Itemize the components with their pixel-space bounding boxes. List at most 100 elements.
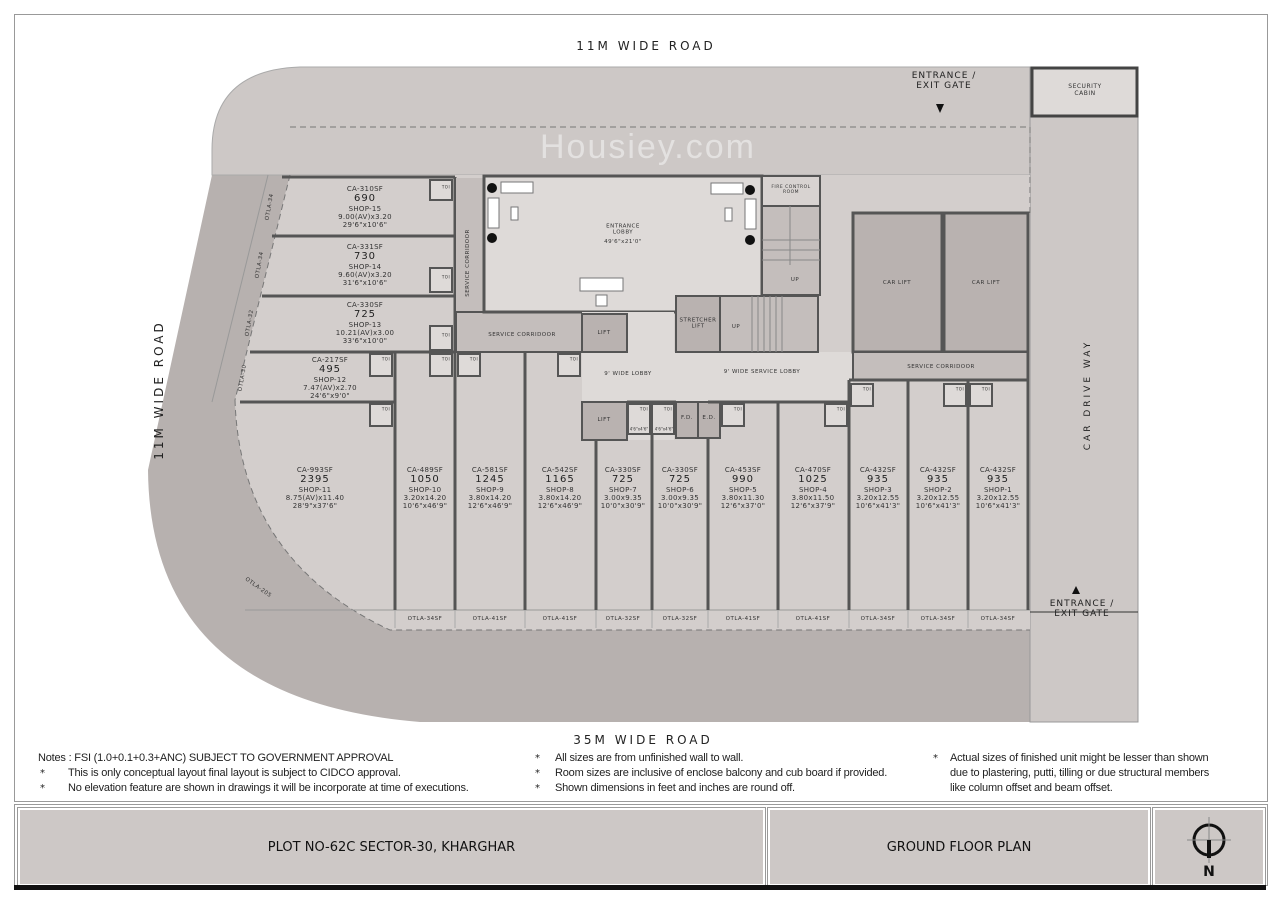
note-col2-3: Shown dimensions in feet and inches are … (555, 782, 795, 794)
note-col3-2: due to plastering, putti, tilling or due… (950, 767, 1210, 779)
shop-carpet-area: CA-432SF (919, 466, 957, 475)
entrance-arrow-down (936, 104, 944, 113)
road-label-bottom: 35M WIDE ROAD (573, 733, 713, 748)
entrance-lobby-label: ENTRANCE LOBBY (606, 223, 640, 236)
shop-size-imperial: 10'6"x41'3" (975, 501, 1021, 510)
shop-size-imperial: 10'0"x30'9" (657, 501, 703, 510)
shop-name: SHOP-2 (923, 485, 953, 494)
shop-size-metric: 3.00x9.35 (660, 493, 700, 502)
shop-size-imperial: 12'6"x46'9" (467, 501, 513, 510)
car-lift-1-label: CAR LIFT (882, 279, 912, 286)
toilet-label: TOI (836, 406, 846, 412)
shop-area: 495 (318, 364, 342, 376)
shop-size-metric: 9.00(AV)x3.20 (338, 212, 392, 221)
shop-carpet-area: CA-581SF (471, 466, 509, 475)
shop-area: 935 (986, 474, 1010, 486)
shop-area: 935 (866, 474, 890, 486)
shop-area: 725 (353, 309, 377, 321)
shop-size-metric: 3.20x12.55 (976, 493, 1020, 502)
toilet-label: TOI (381, 356, 391, 362)
shop-carpet-area: CA-217SF (311, 356, 349, 365)
shop-size-metric: 3.80x14.20 (538, 493, 582, 502)
car-drive-way (1029, 66, 1139, 723)
north-label: N (1203, 864, 1215, 880)
shop-name: SHOP-9 (475, 485, 505, 494)
shop-size-imperial: 10'6"x41'3" (855, 501, 901, 510)
shop-size-metric: 3.80x11.50 (791, 493, 835, 502)
shop-name: SHOP-13 (348, 320, 382, 329)
entrance-gate-bottom: ENTRANCE / EXIT GATE (1049, 599, 1115, 619)
shop-name: SHOP-12 (313, 375, 347, 384)
otla-label: OTLA-34SF (407, 615, 443, 622)
otla-label: OTLA-34SF (860, 615, 896, 622)
toilet-label: TOI (955, 386, 965, 392)
note-bullet: * (933, 753, 938, 764)
plot-title: PLOT NO-62C SECTOR-30, KHARGHAR (17, 807, 766, 887)
otla-label: OTLA-34SF (920, 615, 956, 622)
note-col1-2: No elevation feature are shown in drawin… (68, 782, 469, 794)
shop-carpet-area: CA-330SF (661, 466, 699, 475)
road-label-top: 11M WIDE ROAD (576, 39, 716, 54)
note-col2-1: All sizes are from unfinished wall to wa… (555, 752, 744, 764)
service-corridor-left-label: SERVICE CORRIDOOR (488, 331, 556, 338)
watermark: Housiey.com (540, 128, 756, 166)
shop-size-imperial: 12'6"x37'0" (720, 501, 766, 510)
shop-size-imperial: 28'9"x37'6" (292, 501, 338, 510)
security-cabin (1030, 66, 1139, 118)
otla-label: OTLA-41SF (725, 615, 761, 622)
toilet-label: TOI (469, 356, 479, 362)
fire-duct-2-label: E.D. (702, 414, 716, 421)
shop-name: SHOP-5 (728, 485, 758, 494)
shop-area: 725 (611, 474, 635, 486)
shop-size-imperial: 10'6"x46'9" (402, 501, 448, 510)
shop-name: SHOP-10 (408, 485, 442, 494)
shop-size-imperial: 24'6"x9'0" (310, 391, 350, 400)
shop-area: 990 (731, 474, 755, 486)
shop-area: 725 (668, 474, 692, 486)
toilet-size-2: 4'6"x4'6" (654, 426, 674, 432)
shop-carpet-area: CA-310SF (346, 185, 384, 194)
toilet-size-1: 4'6"x4'6" (629, 426, 649, 432)
setback-band (148, 175, 1030, 722)
shop-carpet-area: CA-453SF (724, 466, 762, 475)
shop-size-metric: 3.20x12.55 (856, 493, 900, 502)
north-box: N (1152, 807, 1266, 887)
plan-title: GROUND FLOOR PLAN (767, 807, 1151, 887)
entrance-lobby-size: 49'6"x21'0" (604, 238, 642, 245)
shop-name: SHOP-15 (348, 204, 382, 213)
shop-size-imperial: 29'6"x10'6" (342, 220, 388, 229)
fire-control-room-label: FIRE CONTROL ROOM (771, 184, 811, 195)
service-corridor-right-label: SERVICE CORRIDOOR (907, 363, 975, 370)
otla-label: OTLA-32SF (662, 615, 698, 622)
stretcher-lift-label: STRETCHER LIFT (679, 317, 717, 330)
shop-name: SHOP-6 (665, 485, 695, 494)
toilet-label: TOI (381, 406, 391, 412)
note-bullet: * (40, 768, 45, 779)
shop-size-imperial: 31'6"x10'6" (342, 278, 388, 287)
otla-label: OTLA-41SF (542, 615, 578, 622)
shop-carpet-area: CA-331SF (346, 243, 384, 252)
otla-label: OTLA-41SF (472, 615, 508, 622)
shop-area: 1050 (410, 474, 440, 486)
service-corridor-vertical-label: SERVICE CORRIDOOR (464, 229, 471, 297)
security-cabin-label: SECURITY CABIN (1068, 83, 1102, 97)
shop-size-metric: 3.00x9.35 (603, 493, 643, 502)
shop-area: 935 (926, 474, 950, 486)
toilet-label: TOI (441, 184, 451, 190)
shop-carpet-area: CA-330SF (346, 301, 384, 310)
note-bullet: * (535, 768, 540, 779)
toilet-label: TOI (733, 406, 743, 412)
shop-size-metric: 10.21(AV)x3.00 (335, 328, 395, 337)
shop-carpet-area: CA-432SF (979, 466, 1017, 475)
shop-name: SHOP-4 (798, 485, 828, 494)
